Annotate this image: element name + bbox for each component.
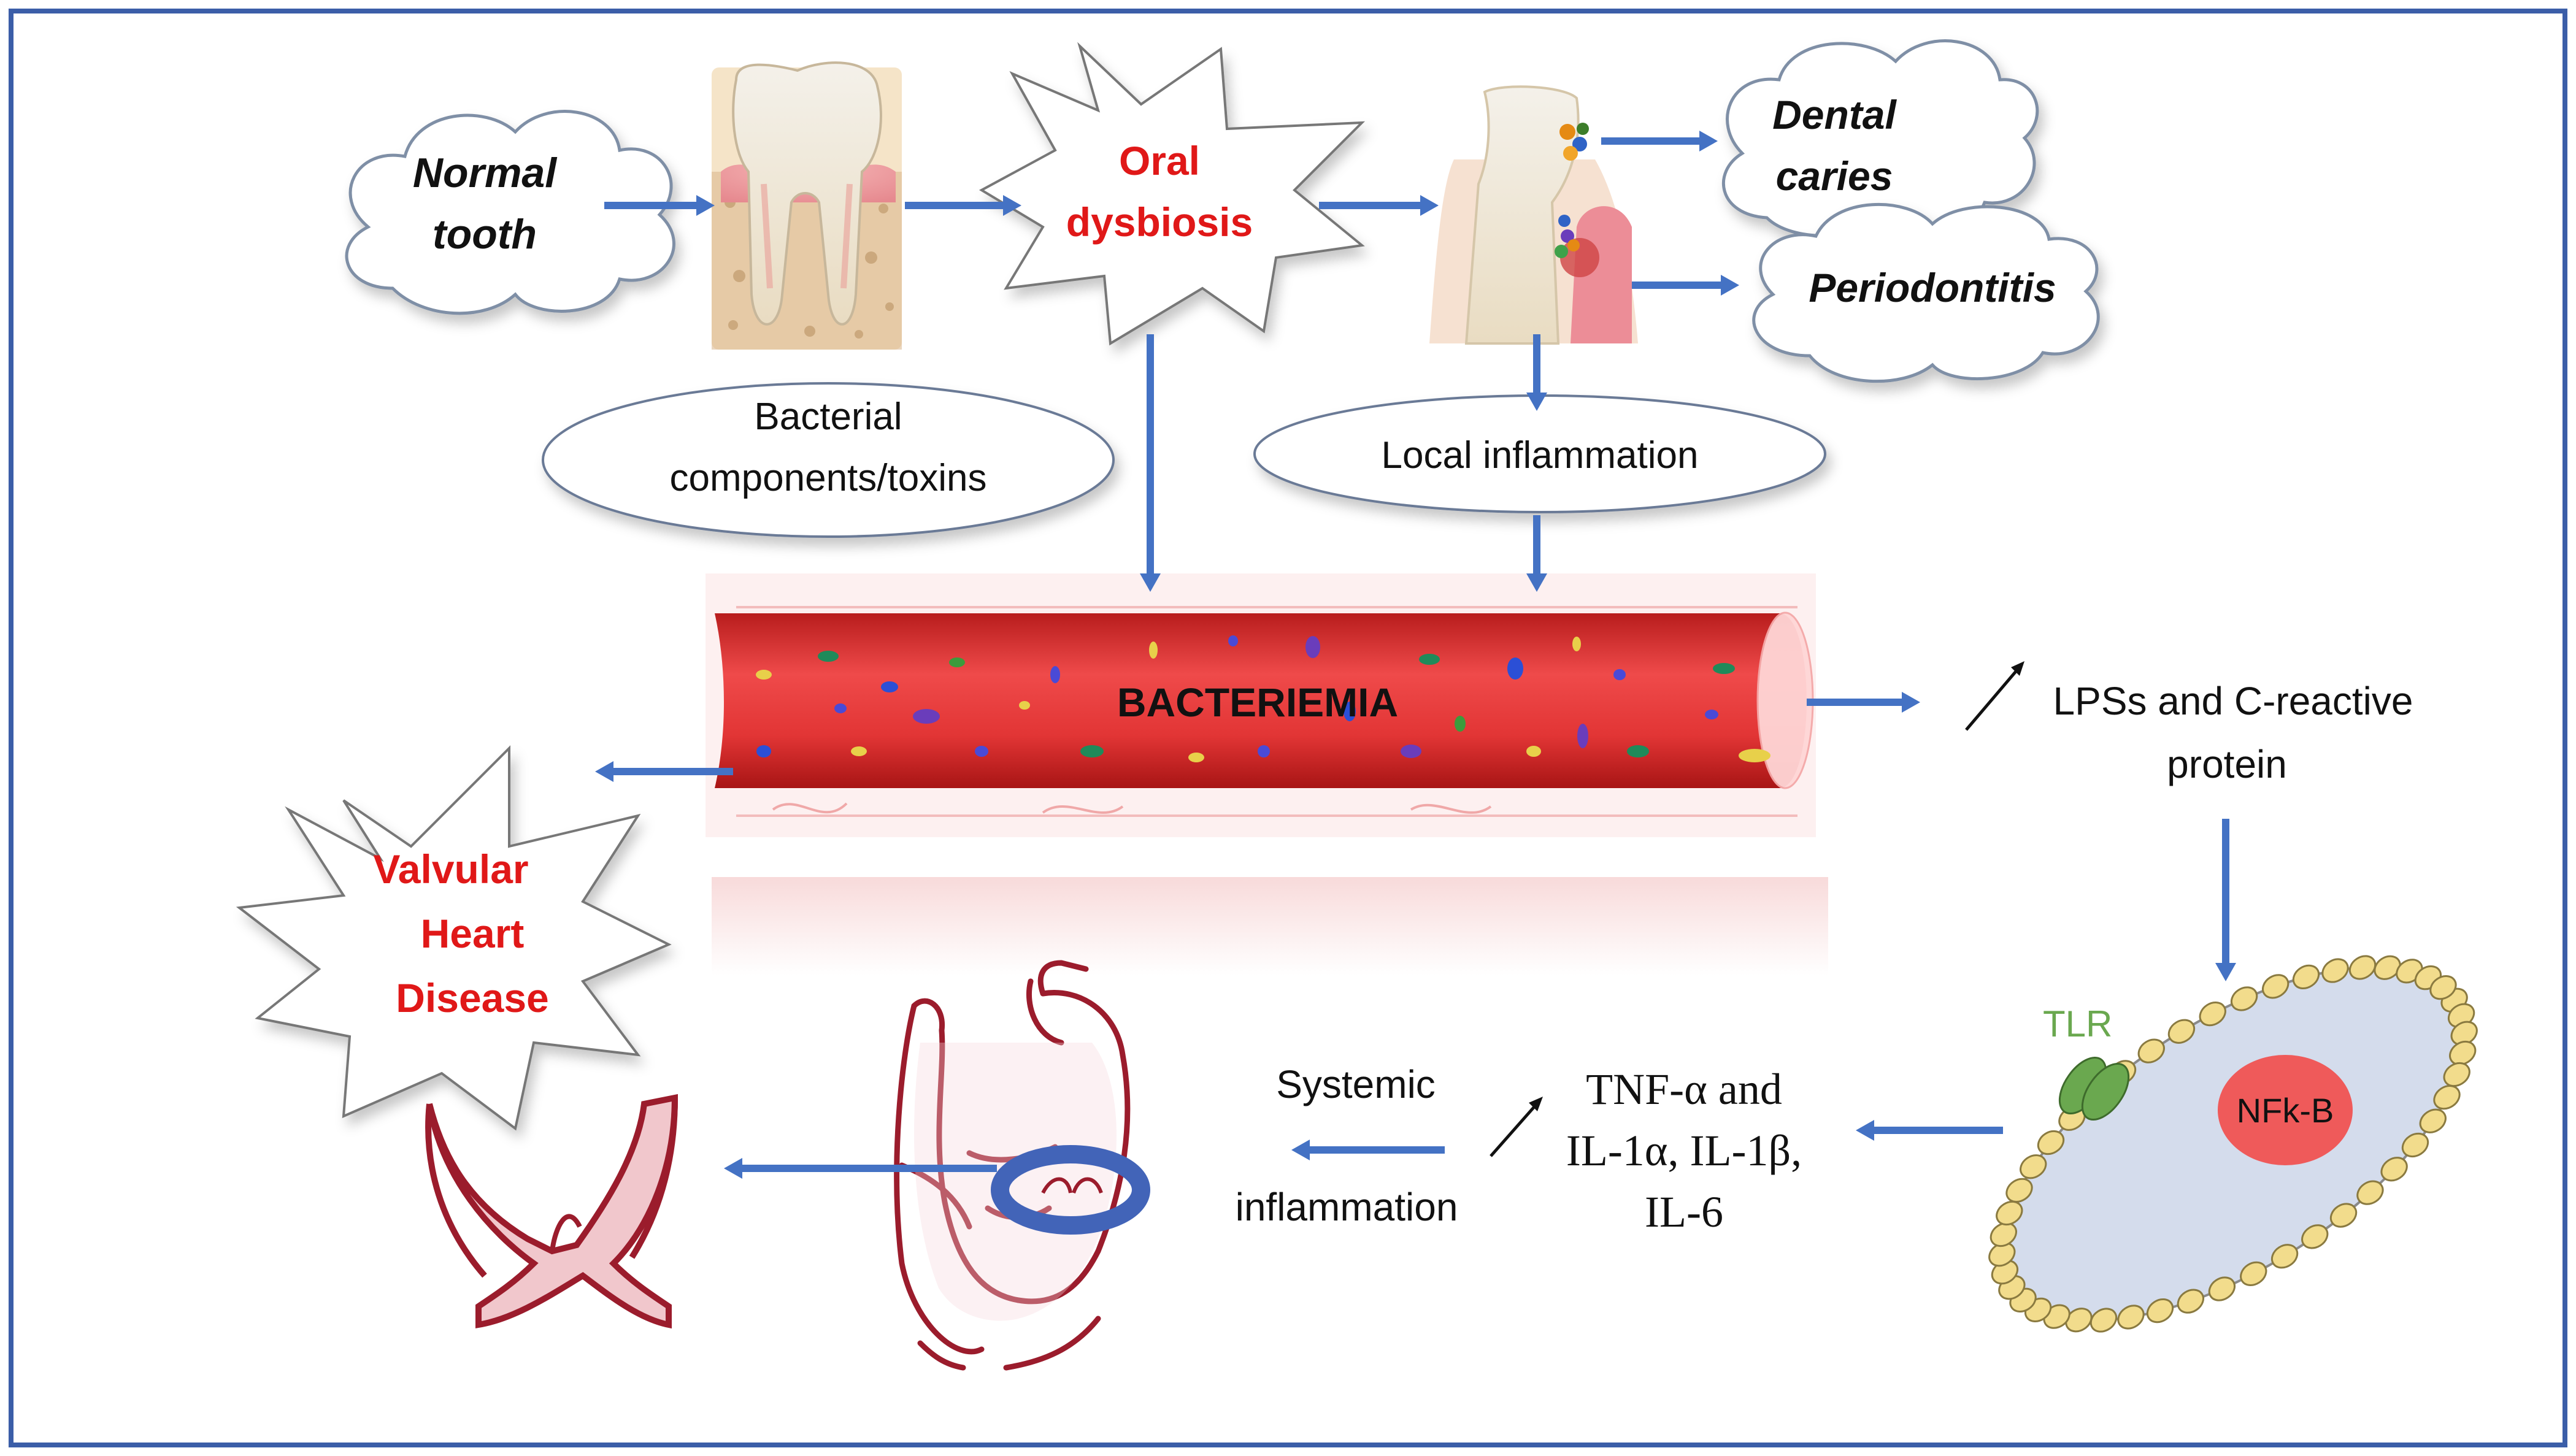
bacteria-cluster-icon bbox=[1555, 123, 1589, 258]
membrane-bead bbox=[1990, 1222, 2017, 1247]
membrane-bead bbox=[2005, 1178, 2033, 1203]
membrane-bead bbox=[2429, 975, 2457, 1000]
bacterial-components-line2: components/toxins bbox=[670, 457, 987, 499]
membrane-bead bbox=[2329, 1203, 2358, 1228]
bacteria-particles bbox=[756, 635, 1771, 762]
arrowhead-normal-to-tooth bbox=[696, 195, 715, 216]
tlr-receptor-icon bbox=[2058, 1056, 2130, 1121]
membrane-bead bbox=[2240, 1261, 2267, 1286]
tooth-healthy-illustration bbox=[712, 61, 902, 350]
membrane-bead bbox=[2449, 1040, 2477, 1066]
increase-arrowhead-lps bbox=[2011, 661, 2024, 676]
local-inflammation-label: Local inflammation bbox=[1382, 434, 1699, 477]
tooth-decayed-illustration bbox=[1429, 85, 1638, 345]
nucleus bbox=[2218, 1055, 2353, 1165]
oral-dysbiosis-line1: Oral bbox=[1119, 138, 1200, 183]
membrane-bead bbox=[2146, 1298, 2174, 1324]
arrowhead-lps-to-cell bbox=[2215, 963, 2236, 981]
membrane-bead bbox=[2177, 1289, 2204, 1314]
membrane-bead bbox=[2419, 1108, 2447, 1133]
lps-line1: LPSs and C-reactive bbox=[2053, 679, 2413, 723]
arrowhead-cell-to-cytokines bbox=[1856, 1120, 1874, 1141]
dental-caries-line2: caries bbox=[1776, 153, 1893, 199]
membrane-bead bbox=[2208, 1276, 2236, 1301]
membrane-bead bbox=[2117, 1305, 2145, 1330]
membrane-bead bbox=[2230, 986, 2258, 1011]
arrowhead-cytokines-to-systemic bbox=[1291, 1140, 1310, 1160]
cloud-normal-tooth bbox=[345, 110, 675, 315]
lps-line2: protein bbox=[2167, 742, 2287, 786]
increase-arrowhead-cytokines bbox=[1529, 1097, 1543, 1111]
tlr-label: TLR bbox=[2043, 1003, 2112, 1044]
normal-tooth-line1: Normal bbox=[413, 150, 558, 196]
oral-dysbiosis-line2: dysbiosis bbox=[1066, 199, 1253, 245]
periodontitis-label: Periodontitis bbox=[1809, 265, 2056, 310]
increase-arrow-cytokines bbox=[1490, 1103, 1538, 1157]
membrane-bead bbox=[2037, 1130, 2065, 1155]
arrowhead-to-periodontitis bbox=[1721, 275, 1739, 296]
membrane-bead bbox=[2167, 1019, 2196, 1044]
ellipse-bacterial-components bbox=[542, 382, 1115, 538]
membrane-bead bbox=[2065, 1308, 2093, 1333]
membrane-bead bbox=[2301, 1224, 2329, 1249]
membrane-bead bbox=[2348, 955, 2377, 980]
membrane-bead bbox=[2433, 1085, 2461, 1110]
heart-fill-tint bbox=[914, 1043, 1117, 1321]
arrowhead-dysbiosis-to-decay bbox=[1420, 195, 1439, 216]
valve-ring bbox=[991, 1145, 1150, 1235]
arrowhead-vessel-to-lps bbox=[1902, 692, 1920, 713]
blood-vessel bbox=[706, 573, 1828, 975]
valve-ring-detail bbox=[1041, 1177, 1103, 1194]
membrane-bead bbox=[2292, 964, 2320, 990]
arrowhead-local-to-vessel bbox=[1526, 573, 1547, 592]
membrane-bead bbox=[2270, 1244, 2299, 1269]
dental-caries-line1: Dental bbox=[1772, 92, 1897, 137]
membrane-bead bbox=[2356, 1180, 2384, 1205]
cytokines-line3: IL-6 bbox=[1645, 1187, 1723, 1236]
valvular-line1: Valvular bbox=[373, 846, 528, 892]
arrowhead-heart-to-valves bbox=[724, 1158, 742, 1179]
arrowhead-dysbiosis-to-vessel bbox=[1140, 573, 1161, 592]
arrowhead-to-dental-caries bbox=[1699, 131, 1718, 151]
membrane-bead bbox=[1996, 1200, 2023, 1226]
membrane-bead bbox=[2090, 1308, 2118, 1333]
membrane-bead bbox=[2321, 958, 2349, 983]
arrowhead-tooth-to-dysbiosis bbox=[1003, 195, 1021, 216]
membrane-bead bbox=[2199, 1002, 2226, 1027]
increase-arrow-lps bbox=[1965, 667, 2020, 731]
membrane-bead bbox=[2380, 1157, 2408, 1182]
arrowhead-vessel-to-valvular bbox=[595, 761, 613, 782]
membrane-bead bbox=[2020, 1154, 2047, 1179]
bacterial-components-line1: Bacterial bbox=[754, 396, 902, 438]
systemic-line2: inflammation bbox=[1236, 1185, 1458, 1229]
cytokines-line1: TNF-α and bbox=[1586, 1065, 1782, 1114]
valvular-line3: Disease bbox=[396, 975, 549, 1021]
membrane-bead bbox=[2262, 974, 2290, 999]
membrane-bead bbox=[2401, 1132, 2429, 1158]
normal-tooth-line2: tooth bbox=[433, 211, 537, 258]
arrowhead-to-local-inflammation bbox=[1526, 393, 1547, 411]
valve-leaflets-illustration bbox=[425, 1094, 679, 1329]
membrane-bead bbox=[2443, 1062, 2470, 1087]
flow-arrows bbox=[595, 131, 2236, 1179]
burst-oral-dysbiosis bbox=[978, 42, 1366, 346]
membrane-bead bbox=[2374, 955, 2401, 980]
valvular-line2: Heart bbox=[421, 911, 525, 956]
bacteriemia-label: BACTERIEMIA bbox=[1117, 680, 1398, 725]
cytokines-line2: IL-1α, IL-1β, bbox=[1566, 1126, 1802, 1175]
burst-valvular-heart-disease bbox=[236, 745, 672, 1131]
nfkb-label: NFk-B bbox=[2237, 1091, 2334, 1130]
membrane-bead bbox=[2137, 1038, 2165, 1063]
systemic-line1: Systemic bbox=[1276, 1062, 1436, 1106]
cell-illustration bbox=[1988, 955, 2478, 1333]
cloud-periodontitis bbox=[1752, 202, 2100, 383]
